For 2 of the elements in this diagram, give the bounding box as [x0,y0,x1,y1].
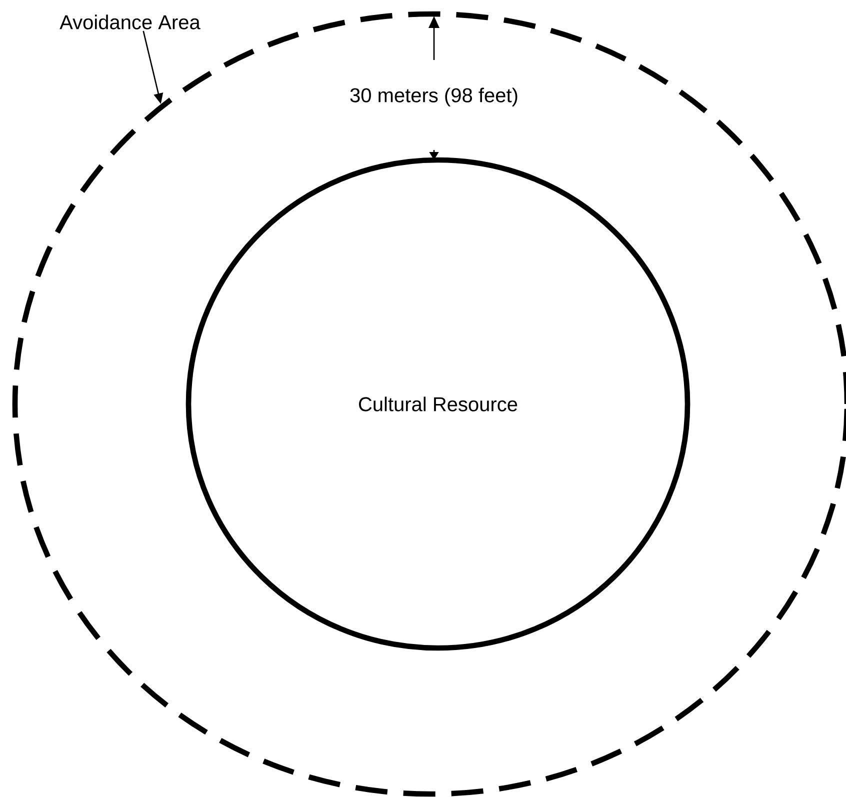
area-label: Avoidance Area [60,14,200,30]
dimension-label: 30 meters (98 feet) [346,85,522,109]
